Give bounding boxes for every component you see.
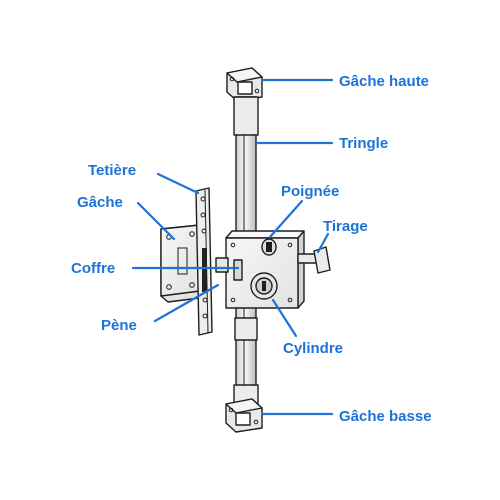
strike-plate [160,224,208,303]
label-gache-basse: Gâche basse [339,408,432,425]
lower-strike [225,398,263,433]
label-gache-haute: Gâche haute [339,73,429,90]
label-poignee: Poignée [281,183,339,200]
upper-strike [226,67,263,102]
label-cylindre: Cylindre [283,340,343,357]
label-gache: Gâche [77,194,123,211]
pull-rod [297,246,331,274]
faceplate [195,187,213,336]
cylinder [250,272,278,300]
label-tringle: Tringle [339,135,388,152]
leader-lines [131,78,334,416]
label-pene: Pène [101,317,137,334]
label-coffre: Coffre [71,260,115,277]
label-tirage: Tirage [323,218,368,235]
knob [261,238,277,256]
label-tetiere: Tetière [88,162,136,179]
